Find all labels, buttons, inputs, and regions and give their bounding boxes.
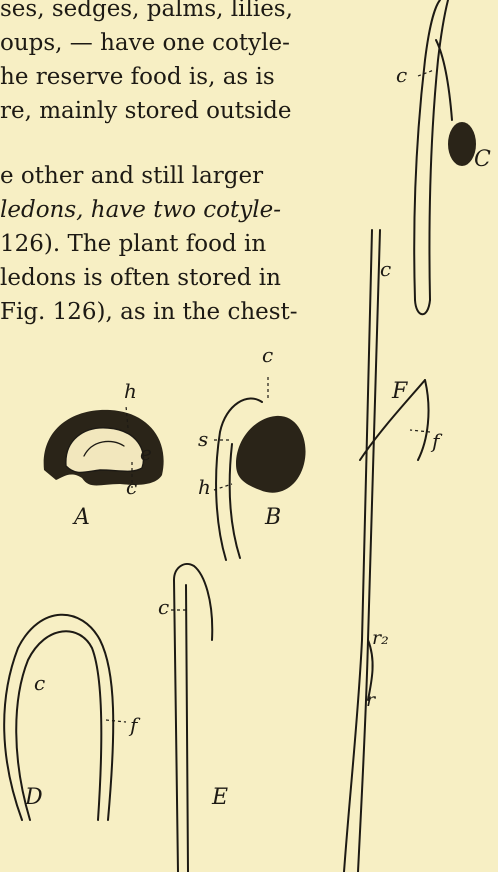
figure-e-drawing — [170, 564, 212, 872]
label-c-a: c — [126, 475, 137, 499]
label-c-d: c — [34, 671, 45, 695]
label-c-b: c — [262, 343, 273, 367]
label-h-a: h — [124, 379, 137, 403]
label-h-b: h — [198, 475, 211, 499]
label-C: C — [474, 147, 491, 172]
label-c-c: c — [396, 63, 407, 87]
label-r1: r — [366, 689, 377, 711]
label-r2: r₂ — [372, 627, 389, 649]
label-D: D — [24, 785, 43, 810]
figure-d-drawing — [4, 615, 126, 820]
label-f-f: f — [430, 429, 443, 453]
label-c-f: c — [380, 257, 391, 281]
label-F: F — [391, 379, 408, 404]
label-f-d: f — [128, 713, 141, 737]
figure-f-drawing — [344, 230, 430, 872]
label-B: B — [264, 505, 281, 530]
figure-c-drawing — [414, 0, 476, 314]
label-A: A — [72, 505, 90, 530]
label-s-b: s — [198, 427, 208, 451]
label-c-e: c — [158, 595, 169, 619]
label-e-a: e — [140, 441, 152, 465]
figure-b-drawing — [214, 376, 306, 560]
label-E: E — [211, 785, 228, 810]
